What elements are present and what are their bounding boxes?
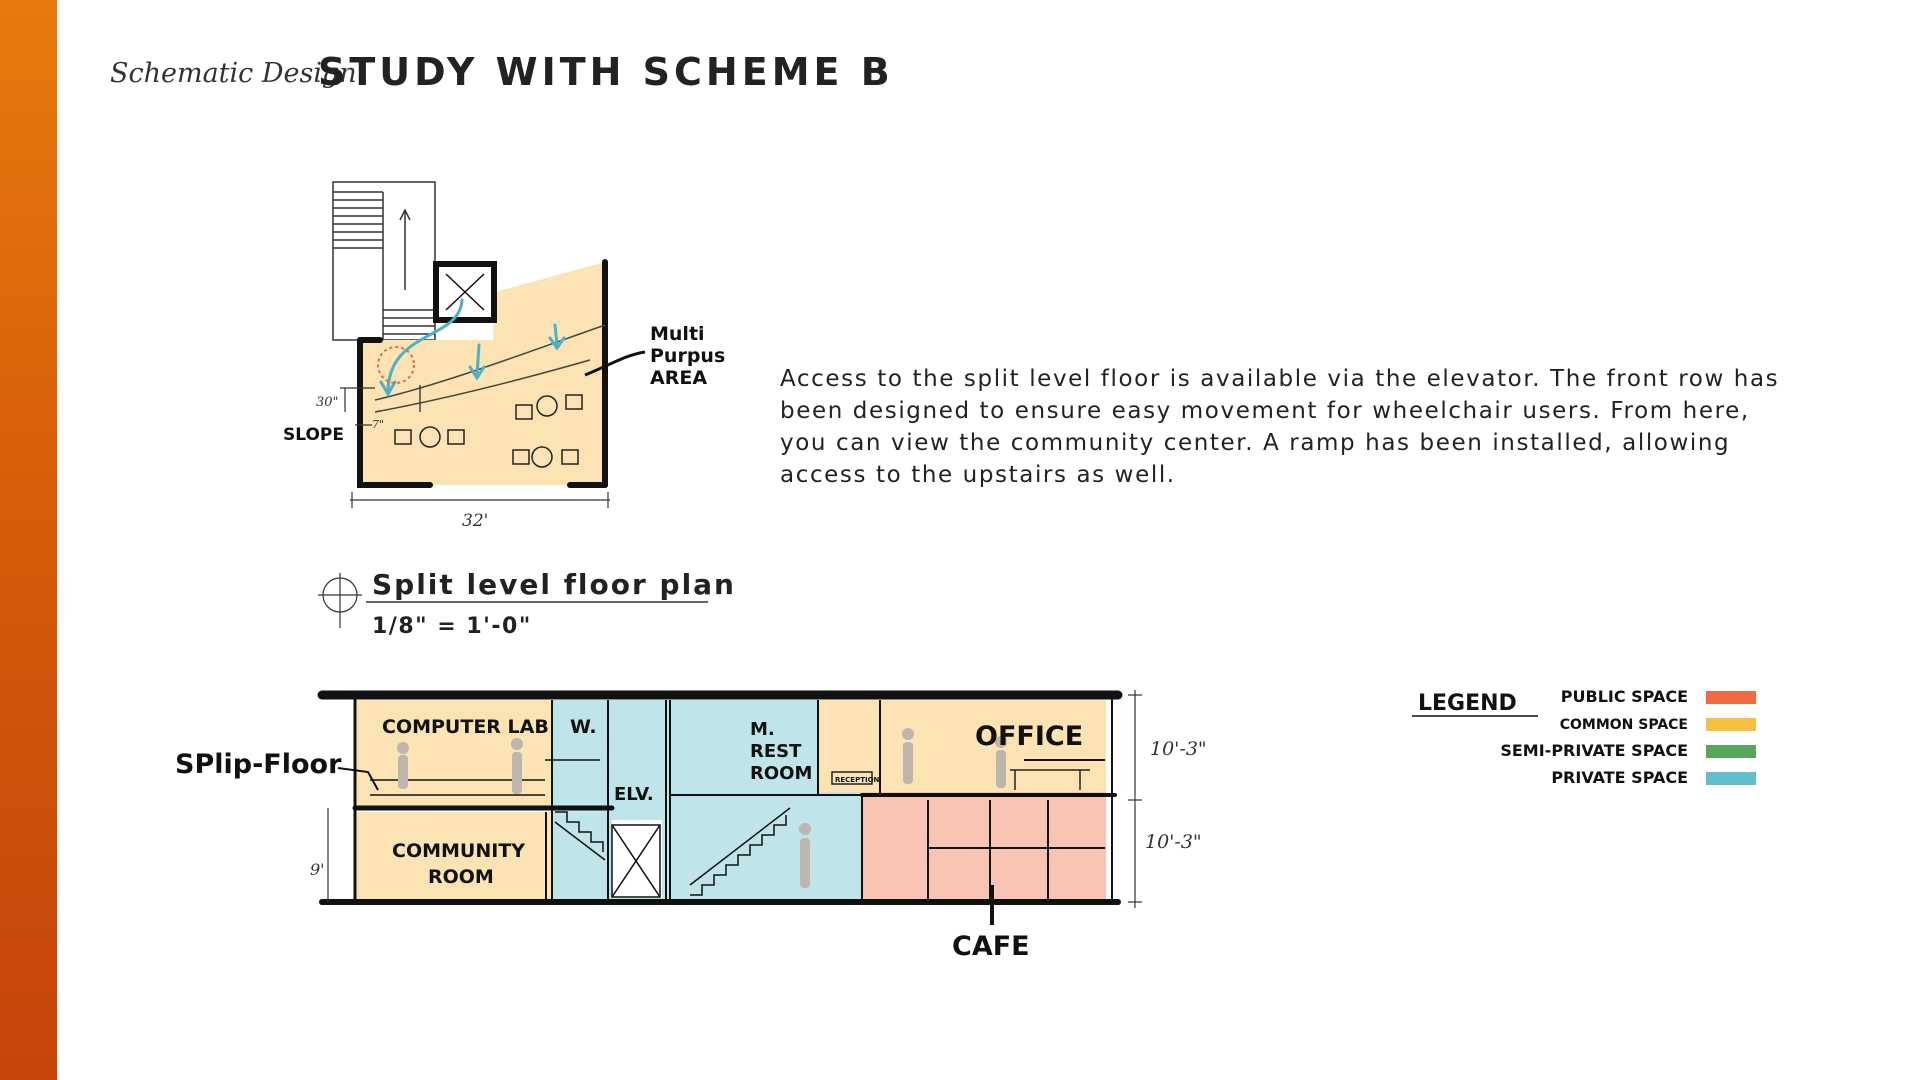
legend-item-common: COMMON SPACE bbox=[1560, 717, 1756, 733]
office-label: OFFICE bbox=[975, 721, 1083, 752]
office-fill bbox=[883, 700, 1106, 792]
floor-plan-width-dimension: 32' bbox=[462, 511, 488, 531]
legend-swatch-semi-private bbox=[1706, 745, 1756, 758]
split-level-floor-plan: 30" 7" 32' SLOPE Multi Purpus AREA bbox=[283, 181, 725, 628]
cafe-label: CAFE bbox=[952, 931, 1030, 962]
split-floor-leader bbox=[337, 767, 379, 791]
legend-item-private: PRIVATE SPACE bbox=[1551, 768, 1756, 787]
circulation-arrows bbox=[379, 298, 566, 397]
stair-outline bbox=[332, 181, 436, 341]
slope-label: SLOPE bbox=[283, 425, 344, 445]
upper-floor-dimension: 10'-3" bbox=[1150, 738, 1207, 760]
people-silhouettes bbox=[397, 728, 1007, 888]
multi-purpose-area-label: Multi Purpus AREA bbox=[650, 323, 725, 389]
legend-swatch-private bbox=[1706, 772, 1756, 785]
legend-swatch-common bbox=[1706, 718, 1756, 731]
section-stairs bbox=[554, 807, 791, 896]
lower-floor-dimension: 10'-3" bbox=[1145, 831, 1202, 853]
elv-label: ELV. bbox=[614, 784, 654, 805]
description-paragraph: Access to the split level floor is avail… bbox=[780, 366, 1780, 488]
floor-plan-title: Split level floor plan bbox=[372, 568, 736, 601]
m-rest-room-label: M. REST ROOM bbox=[750, 719, 812, 784]
cafe-fill bbox=[862, 792, 1106, 900]
section-eyebrow: Schematic Design bbox=[110, 58, 357, 89]
floor-plan-height-dimension: 30" bbox=[316, 395, 339, 410]
section-partitions bbox=[545, 700, 1105, 900]
community-room-label: COMMUNITY ROOM bbox=[392, 840, 525, 888]
left-height-dimension: 9' bbox=[310, 860, 325, 879]
section-marker-icon bbox=[318, 573, 362, 628]
rest-room-line-2: REST bbox=[750, 741, 802, 762]
split-floor-label: SPlip-Floor bbox=[175, 749, 342, 780]
community-line-2: ROOM bbox=[428, 866, 494, 888]
community-room-fill bbox=[355, 812, 552, 900]
legend-title: LEGEND bbox=[1418, 691, 1517, 716]
office-furniture bbox=[831, 769, 1090, 790]
legend-swatch-public bbox=[1706, 691, 1756, 704]
rest-room-line-1: M. bbox=[750, 719, 775, 740]
area-label-line-3: AREA bbox=[650, 367, 707, 389]
floor-plan-step-dimension: 7" bbox=[372, 418, 384, 431]
floor-plan-dimensions bbox=[340, 387, 610, 508]
floor-plan-scale: 1/8" = 1'-0" bbox=[372, 614, 532, 639]
legend-label-public: PUBLIC SPACE bbox=[1561, 687, 1688, 706]
side-accent-bar bbox=[0, 0, 57, 1080]
side-accent-divider bbox=[57, 0, 60, 1080]
legend-label-semi-private: SEMI-PRIVATE SPACE bbox=[1500, 741, 1688, 760]
legend-item-semi-private: SEMI-PRIVATE SPACE bbox=[1500, 741, 1756, 760]
area-label-line-2: Purpus bbox=[650, 345, 725, 367]
area-label-line-1: Multi bbox=[650, 323, 705, 345]
wheelchair-turning-circle bbox=[377, 346, 415, 384]
section-dimensions bbox=[327, 690, 1142, 908]
computer-lab-label: COMPUTER LAB bbox=[382, 716, 549, 738]
area-label-leader bbox=[584, 350, 646, 377]
building-section: COMPUTER LAB W. ELV. M. REST ROOM RECEPT… bbox=[175, 690, 1207, 962]
elevator-box bbox=[433, 261, 497, 323]
community-line-1: COMMUNITY bbox=[392, 840, 525, 862]
reception-label: RECEPTION bbox=[835, 776, 880, 784]
legend: LEGEND PUBLIC SPACE COMMON SPACE SEMI-PR… bbox=[1412, 687, 1756, 787]
section-structure bbox=[317, 690, 1123, 905]
section-elevator-shaft bbox=[611, 824, 661, 898]
legend-item-public: PUBLIC SPACE bbox=[1561, 687, 1756, 706]
w-room-label: W. bbox=[570, 716, 597, 738]
rest-room-line-3: ROOM bbox=[750, 763, 812, 784]
seating-tables bbox=[394, 394, 583, 468]
legend-label-private: PRIVATE SPACE bbox=[1551, 768, 1688, 787]
legend-label-common: COMMON SPACE bbox=[1560, 717, 1688, 733]
multi-purpose-floor-area bbox=[360, 262, 605, 485]
private-core-fill bbox=[552, 700, 862, 900]
page-title: STUDY WITH SCHEME B bbox=[318, 50, 894, 94]
